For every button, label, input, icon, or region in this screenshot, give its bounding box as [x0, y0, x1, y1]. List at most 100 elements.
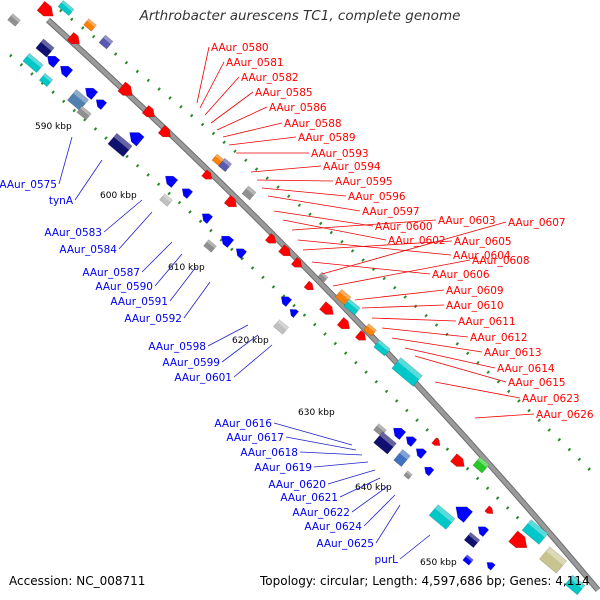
- gene-feature-48[interactable]: [179, 185, 194, 200]
- gene-feature-65[interactable]: [428, 504, 456, 530]
- gene-feature-42[interactable]: [82, 84, 99, 101]
- gene-label-aaur-0600[interactable]: AAur_0600: [375, 221, 433, 233]
- gene-label-aaur-0592[interactable]: AAur_0592: [124, 313, 182, 325]
- gene-feature-7[interactable]: [141, 104, 158, 120]
- gene-label-aaur-0596[interactable]: AAur_0596: [348, 191, 406, 203]
- gene-feature-15[interactable]: [278, 244, 294, 260]
- gene-label-aaur-0616[interactable]: AAur_0616: [214, 418, 272, 430]
- gene-feature-30[interactable]: [484, 505, 496, 517]
- gene-feature-17[interactable]: [303, 280, 316, 293]
- gene-label-aaur-0623[interactable]: AAur_0623: [522, 393, 580, 405]
- gene-feature-33[interactable]: [539, 546, 567, 574]
- gene-feature-38[interactable]: [44, 52, 61, 69]
- gene-feature-21[interactable]: [319, 301, 336, 319]
- gene-feature-20[interactable]: [343, 298, 361, 316]
- gene-feature-55[interactable]: [287, 306, 299, 318]
- gene-feature-64[interactable]: [403, 470, 413, 480]
- gene-feature-34[interactable]: [564, 574, 586, 596]
- gene-label-aaur-0585[interactable]: AAur_0585: [255, 87, 313, 99]
- gene-label-aaur-0609[interactable]: AAur_0609: [446, 285, 504, 297]
- gene-feature-8[interactable]: [157, 124, 174, 140]
- gene-feature-13[interactable]: [241, 185, 257, 201]
- gene-feature-67[interactable]: [463, 531, 481, 549]
- gene-feature-1[interactable]: [36, 0, 57, 20]
- gene-label-aaur-0612[interactable]: AAur_0612: [470, 332, 528, 344]
- gene-label-aaur-0606[interactable]: AAur_0606: [432, 269, 490, 281]
- gene-label-aaur-0604[interactable]: AAur_0604: [453, 250, 511, 262]
- gene-feature-66[interactable]: [451, 501, 473, 523]
- gene-label-aaur-0597[interactable]: AAur_0597: [362, 206, 420, 218]
- gene-feature-70[interactable]: [485, 560, 496, 571]
- gene-feature-31[interactable]: [508, 530, 532, 553]
- gene-label-aaur-0586[interactable]: AAur_0586: [269, 102, 327, 114]
- gene-feature-56[interactable]: [273, 319, 289, 335]
- gene-feature-4[interactable]: [98, 34, 114, 50]
- gene-feature-46[interactable]: [126, 128, 145, 147]
- gene-label-aaur-0583[interactable]: AAur_0583: [44, 227, 102, 239]
- gene-feature-62[interactable]: [393, 449, 411, 467]
- gene-feature-39[interactable]: [38, 72, 54, 88]
- gene-feature-68[interactable]: [475, 523, 490, 538]
- gene-label-aaur-0613[interactable]: AAur_0613: [484, 347, 542, 359]
- gene-label-aaur-0624[interactable]: AAur_0624: [304, 521, 362, 533]
- gene-label-aaur-0580[interactable]: AAur_0580: [211, 42, 269, 54]
- gene-label-aaur-0607[interactable]: AAur_0607: [508, 217, 566, 229]
- gene-label-aaur-0620[interactable]: AAur_0620: [268, 479, 326, 491]
- gene-feature-23[interactable]: [354, 329, 368, 343]
- gene-feature-28[interactable]: [450, 453, 467, 471]
- gene-label-aaur-0590[interactable]: AAur_0590: [95, 281, 153, 293]
- gene-feature-58[interactable]: [373, 431, 397, 455]
- gene-feature-16[interactable]: [290, 256, 304, 270]
- gene-label-aaur-0626[interactable]: AAur_0626: [536, 409, 594, 421]
- gene-feature-36[interactable]: [35, 38, 55, 58]
- gene-feature-44[interactable]: [76, 105, 92, 121]
- gene-label-aaur-0610[interactable]: AAur_0610: [446, 300, 504, 312]
- gene-feature-37[interactable]: [22, 53, 44, 73]
- gene-feature-35[interactable]: [7, 13, 21, 27]
- gene-feature-59[interactable]: [390, 424, 407, 441]
- gene-feature-45[interactable]: [107, 132, 133, 158]
- gene-label-aaur-0603[interactable]: AAur_0603: [438, 215, 496, 227]
- gene-feature-51[interactable]: [218, 232, 235, 249]
- gene-label-aaur-0611[interactable]: AAur_0611: [458, 316, 516, 328]
- gene-feature-25[interactable]: [373, 339, 391, 357]
- gene-feature-14[interactable]: [264, 232, 278, 246]
- gene-label-aaur-0589[interactable]: AAur_0589: [298, 132, 356, 144]
- gene-feature-24[interactable]: [363, 323, 377, 337]
- gene-feature-60[interactable]: [403, 433, 418, 448]
- gene-label-aaur-0602[interactable]: AAur_0602: [388, 235, 446, 247]
- gene-label-aaur-0619[interactable]: AAur_0619: [254, 462, 312, 474]
- gene-feature-29[interactable]: [472, 456, 490, 474]
- gene-label-aaur-0581[interactable]: AAur_0581: [226, 57, 284, 69]
- gene-label-aaur-0618[interactable]: AAur_0618: [240, 447, 298, 459]
- gene-label-aaur-0598[interactable]: AAur_0598: [148, 341, 206, 353]
- gene-feature-53[interactable]: [203, 239, 217, 253]
- gene-feature-22[interactable]: [336, 316, 353, 332]
- gene-feature-43[interactable]: [93, 96, 108, 111]
- gene-feature-10[interactable]: [217, 157, 233, 173]
- gene-label-aaur-0622[interactable]: AAur_0622: [292, 507, 350, 519]
- gene-label-aaur-0591[interactable]: AAur_0591: [110, 296, 168, 308]
- gene-label-aaur-0588[interactable]: AAur_0588: [284, 118, 342, 130]
- gene-label-aaur-0617[interactable]: AAur_0617: [226, 432, 284, 444]
- gene-feature-40[interactable]: [57, 62, 74, 79]
- gene-feature-54[interactable]: [278, 293, 293, 308]
- gene-feature-52[interactable]: [233, 245, 248, 260]
- gene-label-aaur-0608[interactable]: AAur_0608: [472, 255, 530, 267]
- gene-feature-3[interactable]: [83, 18, 97, 32]
- gene-label-aaur-0614[interactable]: AAur_0614: [497, 363, 555, 375]
- gene-label-aaur-0593[interactable]: AAur_0593: [311, 148, 369, 160]
- gene-feature-49[interactable]: [159, 193, 173, 207]
- gene-label-aaur-0584[interactable]: AAur_0584: [59, 244, 117, 256]
- gene-label-aaur-0615[interactable]: AAur_0615: [508, 377, 566, 389]
- gene-feature-5[interactable]: [66, 31, 83, 47]
- gene-label-aaur-0582[interactable]: AAur_0582: [241, 72, 299, 84]
- gene-label-aaur-0595[interactable]: AAur_0595: [335, 176, 393, 188]
- gene-feature-2[interactable]: [57, 0, 75, 16]
- gene-label-aaur-0575[interactable]: AAur_0575: [0, 179, 57, 191]
- gene-label-aaur-0594[interactable]: AAur_0594: [323, 161, 381, 173]
- gene-feature-6[interactable]: [117, 81, 136, 100]
- gene-feature-26[interactable]: [391, 357, 423, 387]
- gene-label-tyna[interactable]: tynA: [49, 195, 74, 207]
- gene-label-aaur-0601[interactable]: AAur_0601: [174, 372, 232, 384]
